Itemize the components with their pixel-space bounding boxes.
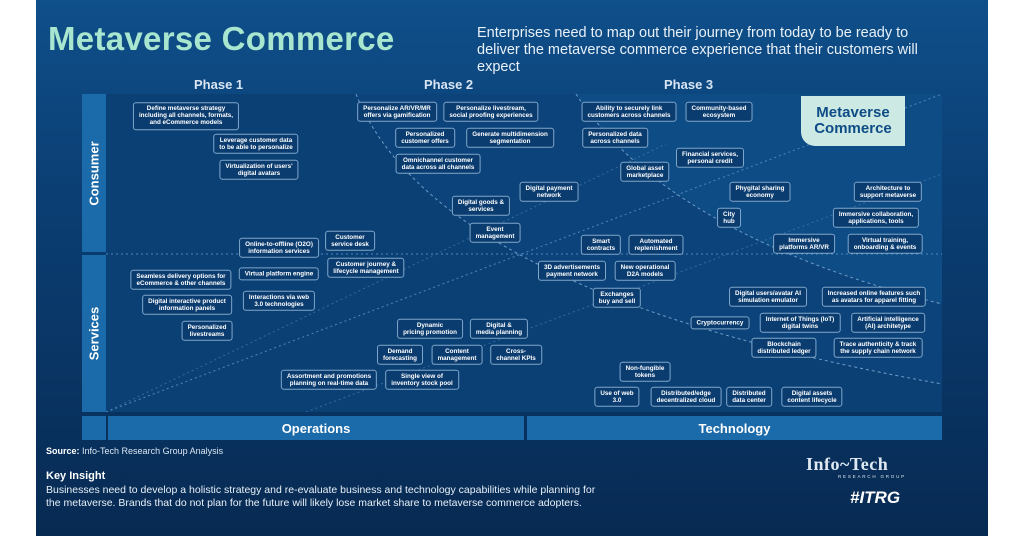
info-tech-logo: Info~Tech	[806, 454, 889, 474]
node-nft: Non-fungible tokens	[619, 361, 671, 383]
page-title: Metaverse Commerce	[48, 20, 395, 57]
node-personalize-livestream: Personalize livestream, social proofing …	[443, 101, 539, 123]
corner-block	[82, 416, 106, 440]
node-data-center: Distributed data center	[726, 386, 772, 408]
node-global-marketplace: Global asset marketplace	[620, 161, 670, 183]
node-event-management: Event management	[469, 222, 521, 244]
phase-1-label: Phase 1	[194, 77, 244, 92]
key-insight-text: Businesses need to develop a holistic st…	[46, 484, 596, 509]
key-insight-title: Key Insight	[46, 470, 106, 482]
node-virtual-platform-engine: Virtual platform engine	[238, 267, 320, 281]
node-immersive-collaboration: Immersive collaboration, applications, t…	[832, 207, 920, 229]
node-architecture: Architecture to support metaverse	[853, 181, 923, 203]
column-label-operations: Operations	[108, 416, 524, 440]
column-label-technology: Technology	[527, 416, 942, 440]
node-edge-cloud: Distributed/edge decentralized cloud	[650, 386, 722, 408]
node-seamless-delivery: Seamless delivery options for eCommerce …	[130, 269, 232, 291]
node-o2o-services: Online-to-offline (O2O) information serv…	[239, 237, 319, 259]
node-assortment-planning: Assortment and promotions planning on re…	[280, 369, 378, 391]
node-avatar-ai-emulator: Digital users/avatar AI simulation emula…	[729, 286, 807, 308]
node-d2a-models: New operational D2A models	[614, 260, 676, 282]
node-web3-use: Use of web 3.0	[594, 386, 640, 408]
node-blockchain-ledger: Blockchain distributed ledger	[751, 337, 817, 359]
node-personalize-arvr: Personalize AR/VR/MR offers via gamifica…	[357, 101, 437, 123]
node-trace-authenticity: Trace authenticity & track the supply ch…	[833, 337, 923, 359]
node-customer-service-desk: Customer service desk	[325, 230, 375, 252]
itrg-hashtag: #ITRG	[850, 488, 901, 507]
source-line: Source: Info-Tech Research Group Analysi…	[46, 446, 224, 456]
node-phygital-sharing: Phygital sharing economy	[729, 181, 791, 203]
node-city-hub: City hub	[717, 207, 741, 229]
node-dynamic-pricing: Dynamic pricing promotion	[397, 318, 463, 340]
node-leverage-customer-data: Leverage customer data to be able to per…	[213, 133, 299, 155]
node-omnichannel-data: Omnichannel customer data across all cha…	[395, 153, 481, 175]
page-subtitle: Enterprises need to map out their journe…	[477, 25, 918, 75]
node-media-planning: Digital & media planning	[469, 318, 529, 340]
phase-3-label: Phase 3	[664, 77, 714, 92]
node-financial-services: Financial services, personal credit	[675, 147, 745, 169]
node-digital-goods: Digital goods & services	[451, 195, 511, 217]
node-content-management: Content management	[431, 344, 483, 366]
row-label-services: Services	[82, 255, 106, 412]
node-personalized-offers: Personalized customer offers	[395, 127, 455, 149]
node-personalized-livestreams: Personalized livestreams	[181, 320, 233, 342]
node-web3-interactions: Interactions via web 3.0 technologies	[242, 290, 316, 312]
node-personalized-data: Personalized data across channels	[582, 127, 648, 149]
node-automated-replenishment: Automated replenishment	[628, 234, 684, 256]
node-define-strategy: Define metaverse strategy including all …	[132, 102, 240, 130]
logo-subtitle: RESEARCH GROUP	[838, 474, 906, 479]
node-community-ecosystem: Community-based ecosystem	[685, 101, 753, 123]
node-cross-channel-kpis: Cross- channel KPIs	[490, 344, 542, 366]
node-3d-advertisements: 3D advertisements payment network	[538, 260, 606, 282]
node-digital-assets-lifecycle: Digital assets content lifecycle	[781, 386, 843, 408]
node-ai-architetype: Artificial intelligence (AI) architetype	[851, 312, 925, 334]
node-securely-link: Ability to securely link customers acros…	[581, 101, 677, 123]
phase-2-label: Phase 2	[424, 77, 474, 92]
node-smart-contracts: Smart contracts	[580, 234, 622, 256]
node-customer-journey: Customer journey & lifecycle management	[327, 257, 405, 279]
node-iot-digital-twins: Internet of Things (IoT) digital twins	[759, 312, 841, 334]
node-virtual-training: Virtual training, onboarding & events	[847, 233, 923, 255]
node-digital-payment: Digital payment network	[519, 181, 579, 203]
row-label-consumer: Consumer	[82, 94, 106, 252]
node-interactive-product-panels: Digital interactive product information …	[142, 294, 232, 316]
node-cryptocurrency: Cryptocurrency	[690, 316, 750, 330]
node-immersive-platforms: Immersive platforms AR/VR	[773, 233, 835, 255]
node-inventory-view: Single view of inventory stock pool	[385, 369, 459, 391]
node-exchanges: Exchanges buy and sell	[592, 287, 642, 309]
node-demand-forecasting: Demand forecasting	[377, 344, 423, 366]
node-virtualization-avatars: Virtualization of users' digital avatars	[219, 159, 299, 181]
node-multidimension-segmentation: Generate multidimension segmentation	[466, 127, 554, 149]
metaverse-commerce-target: Metaverse Commerce	[801, 96, 905, 146]
node-avatars-apparel-fitting: Increased online features such as avatar…	[821, 286, 927, 308]
